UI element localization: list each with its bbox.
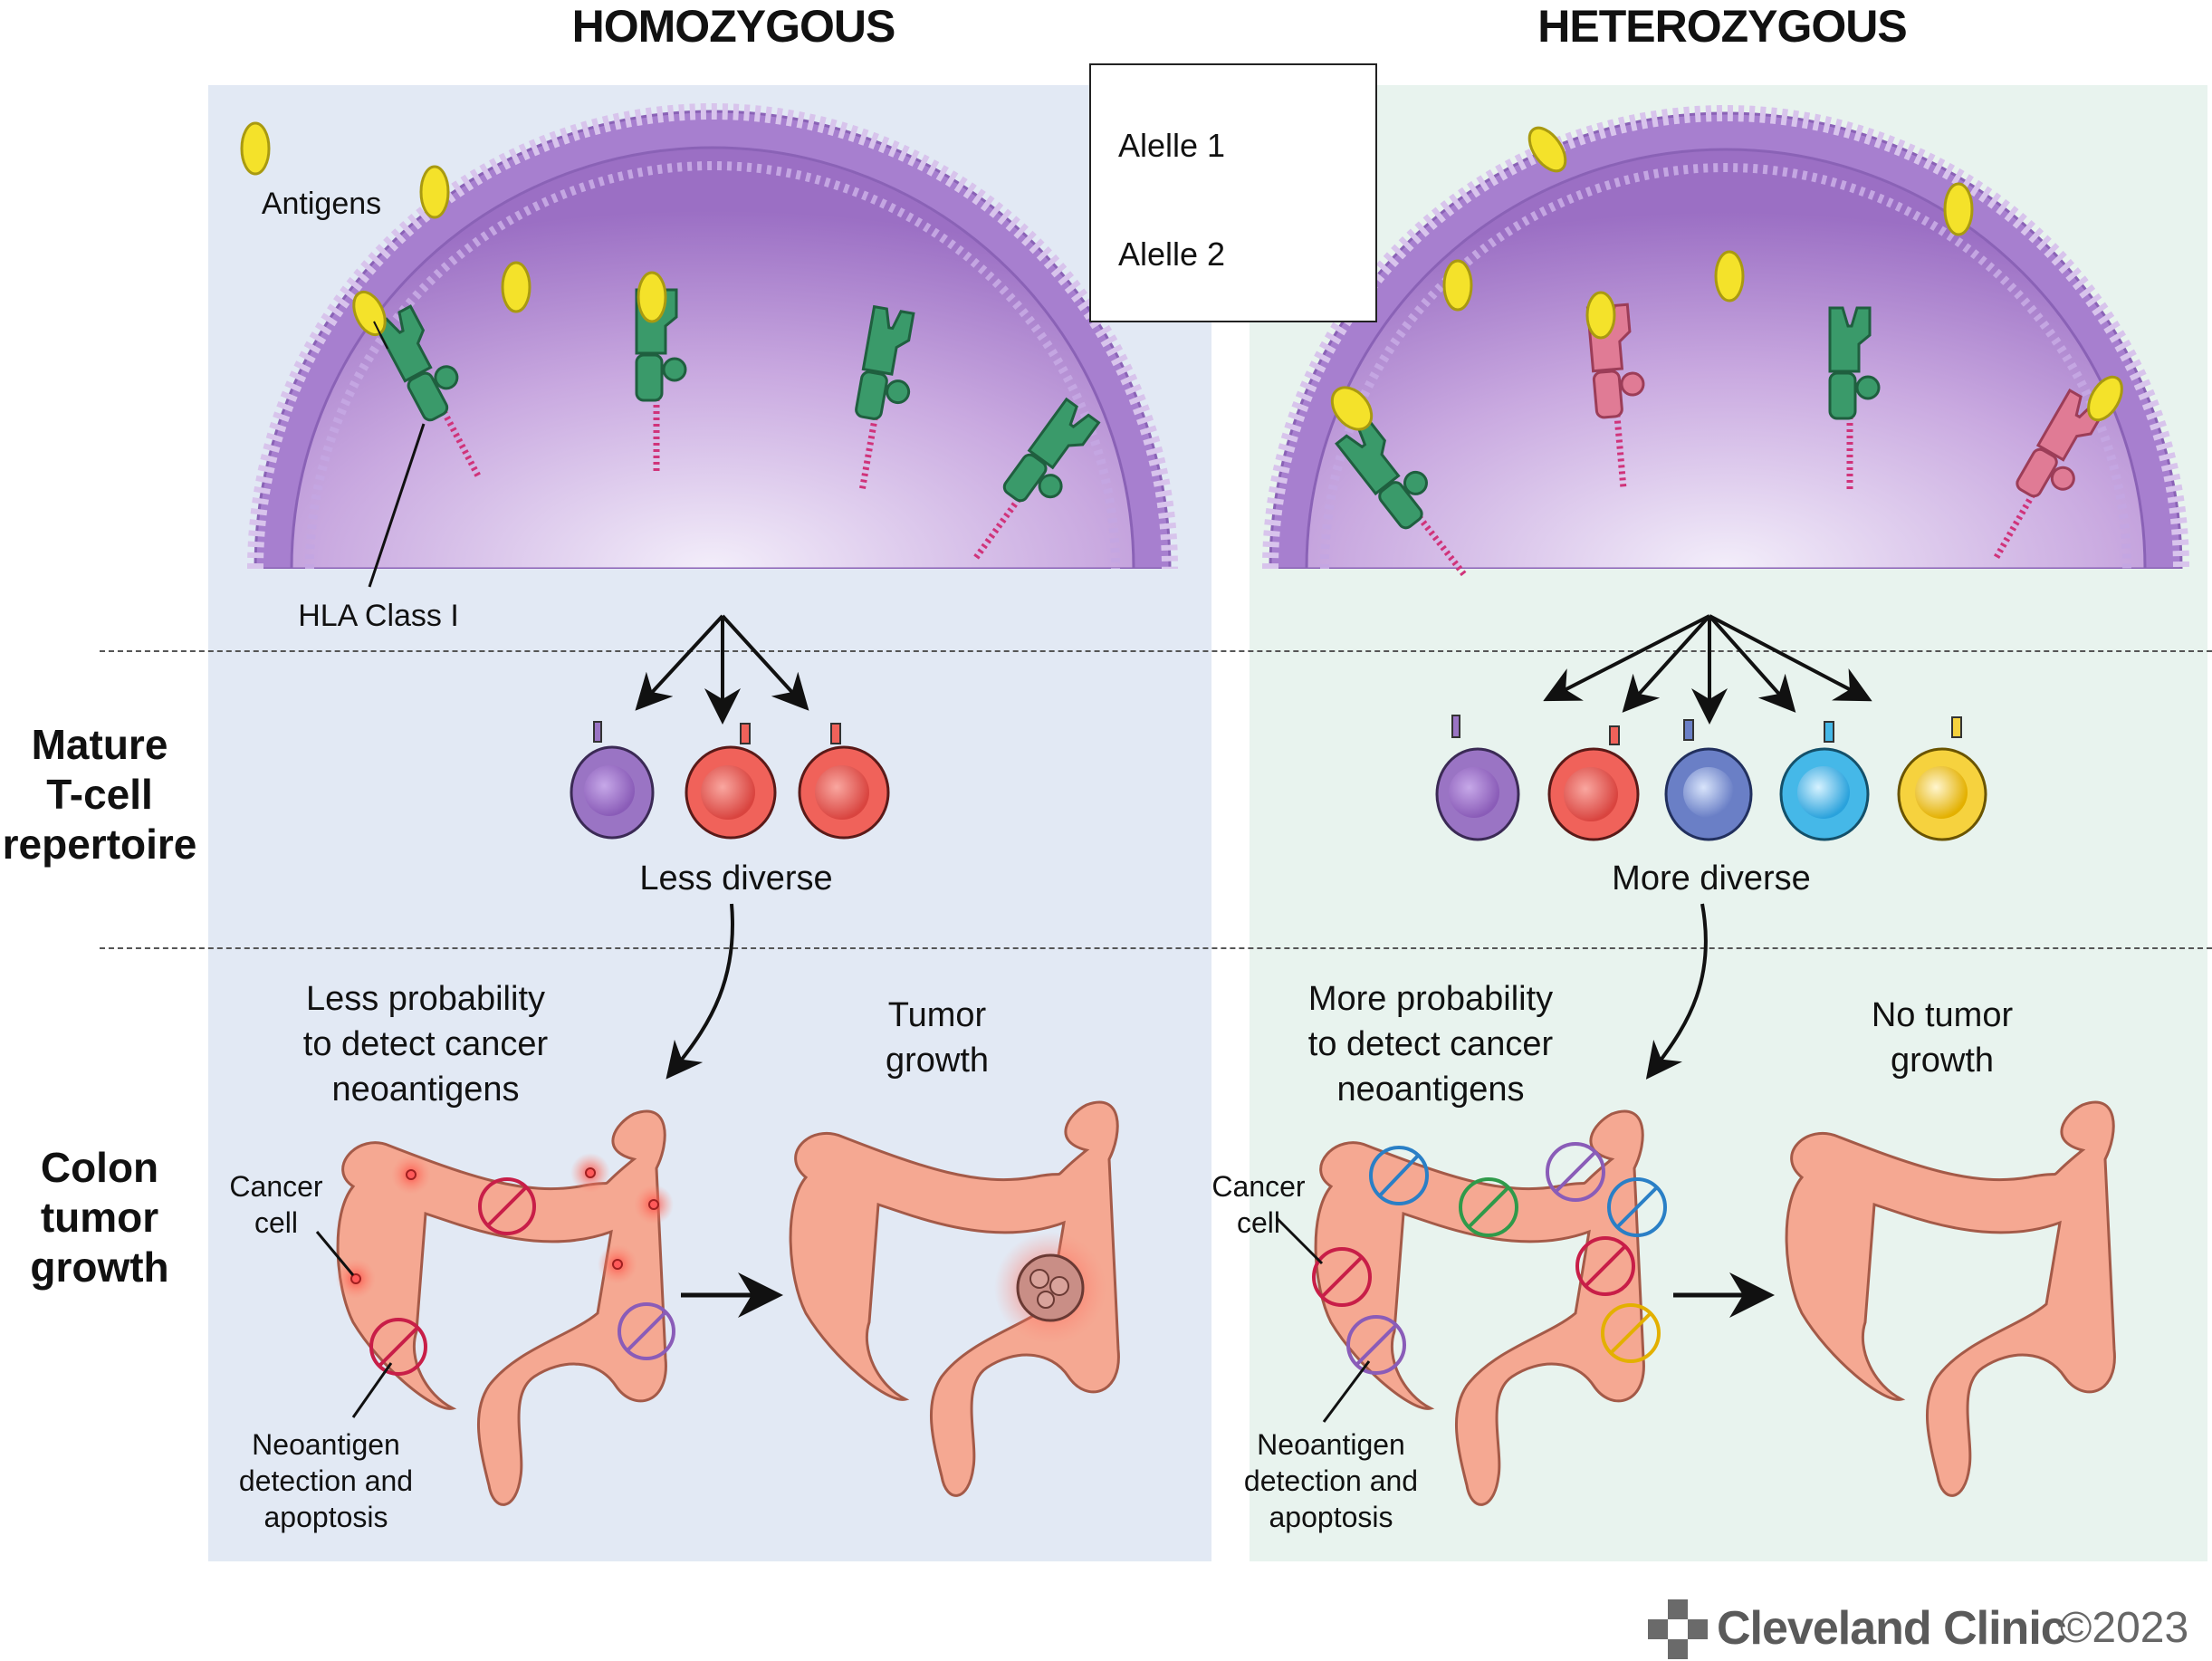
colon-tumor-growth-title: Colon tumor growth xyxy=(30,1144,169,1291)
tcell-purple xyxy=(1435,715,1520,841)
hla-pointer xyxy=(368,423,426,588)
hla-receptor-green xyxy=(1335,417,1467,577)
tcell-purple xyxy=(570,721,655,840)
less-diverse-label: Less diverse xyxy=(639,859,833,898)
antigen-pointer xyxy=(373,321,388,350)
arrow-more-diverse xyxy=(1645,903,1708,1080)
neoantigen-label-left: Neoantigen detection and apoptosis xyxy=(238,1428,414,1533)
arrow-less-diverse xyxy=(666,903,734,1080)
more-diverse-label: More diverse xyxy=(1612,859,1811,898)
legend-allele1-label: Alelle 1 xyxy=(1118,127,1226,164)
colon-right-1 xyxy=(1314,1109,1645,1506)
apoptosis-symbols-left xyxy=(369,1177,675,1376)
cancer-cell-label-left: Cancer cell xyxy=(229,1170,323,1239)
tcell-cyan xyxy=(1779,721,1870,841)
antigens-label: Antigens xyxy=(261,187,382,221)
antigen-group-left xyxy=(240,121,667,337)
copyright: ©2023 xyxy=(2060,1604,2189,1652)
less-probability-label: Less probability to detect cancer neoant… xyxy=(302,980,549,1109)
tcell-blue xyxy=(1664,719,1753,841)
heterozygous-title: HETEROZYGOUS xyxy=(1537,1,1907,52)
arrows-to-tcells-right xyxy=(1543,614,1872,725)
hla-class-label: HLA Class I xyxy=(298,599,459,633)
tcell-repertoire-title: Mature T-cell repertoire xyxy=(2,721,197,868)
hla-receptor-green xyxy=(1828,306,1881,489)
neoantigen-label-right: Neoantigen detection and apoptosis xyxy=(1243,1428,1419,1533)
tcell-red xyxy=(1547,725,1640,841)
hla-receptor-green xyxy=(855,304,915,490)
cancer-cell-label-right: Cancer cell xyxy=(1211,1170,1306,1239)
tcell-red xyxy=(685,723,777,840)
allele-legend: Alelle 1 Alelle 2 xyxy=(1089,63,1377,322)
separator-top xyxy=(100,650,2212,652)
antigen-group-right xyxy=(1330,126,2123,431)
pointer-lines xyxy=(315,1216,1371,1423)
no-tumor-growth-label: No tumor growth xyxy=(1871,996,2014,1080)
more-probability-label: More probability to detect cancer neoant… xyxy=(1307,980,1554,1109)
hla-receptor-pink xyxy=(1585,302,1645,487)
separator-bottom xyxy=(100,947,2212,949)
tumor-growth-label: Tumor growth xyxy=(885,996,990,1080)
tcell-yellow xyxy=(1897,716,1987,841)
colon-left-2 xyxy=(789,1100,1120,1497)
colon-right-2 xyxy=(1785,1100,2116,1497)
tumor-mass xyxy=(994,1232,1106,1344)
legend-allele2-label: Alelle 2 xyxy=(1118,235,1226,273)
homozygous-title: HOMOZYGOUS xyxy=(571,1,896,52)
hla-receptor-pink xyxy=(1993,388,2107,559)
tcell-red xyxy=(798,723,890,840)
cleveland-clinic-logo-icon xyxy=(1648,1599,1708,1659)
arrows-to-tcells-left xyxy=(635,614,809,725)
hla-receptor-green xyxy=(973,397,1101,560)
cancer-cells-left xyxy=(336,1153,674,1299)
apoptosis-symbols-right xyxy=(1312,1142,1667,1375)
cleveland-clinic-brand: Cleveland Clinic xyxy=(1717,1602,2067,1655)
left-cell-membrane xyxy=(247,103,1178,571)
